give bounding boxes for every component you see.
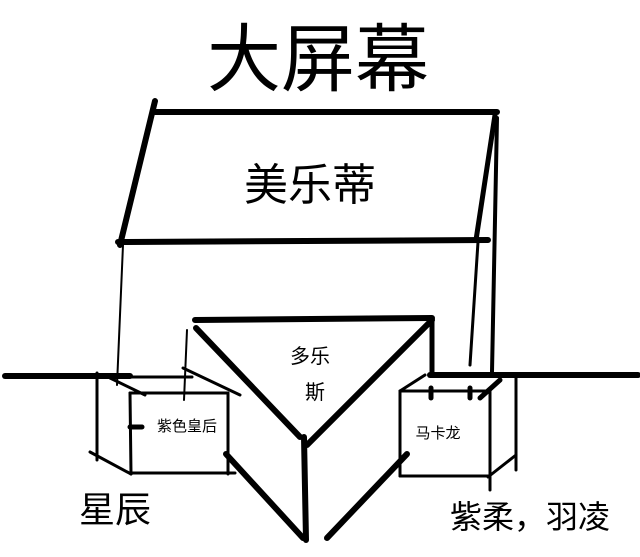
left-box-label: 紫色皇后 [157,417,217,435]
big-screen [115,98,500,248]
right-box [398,373,518,492]
center-label-line2: 斯 [305,380,325,404]
right-box-label: 马卡龙 [415,424,460,442]
title-big-screen: 大屏幕 [207,17,429,103]
center-label-line1: 多乐 [290,344,330,368]
screen-label: 美乐蒂 [244,160,376,211]
left-area-label: 星辰 [79,490,151,531]
left-box [88,329,242,476]
support-lines [116,116,499,386]
center-stage [192,315,435,543]
right-area-label: 紫柔，羽凌 [450,498,610,536]
